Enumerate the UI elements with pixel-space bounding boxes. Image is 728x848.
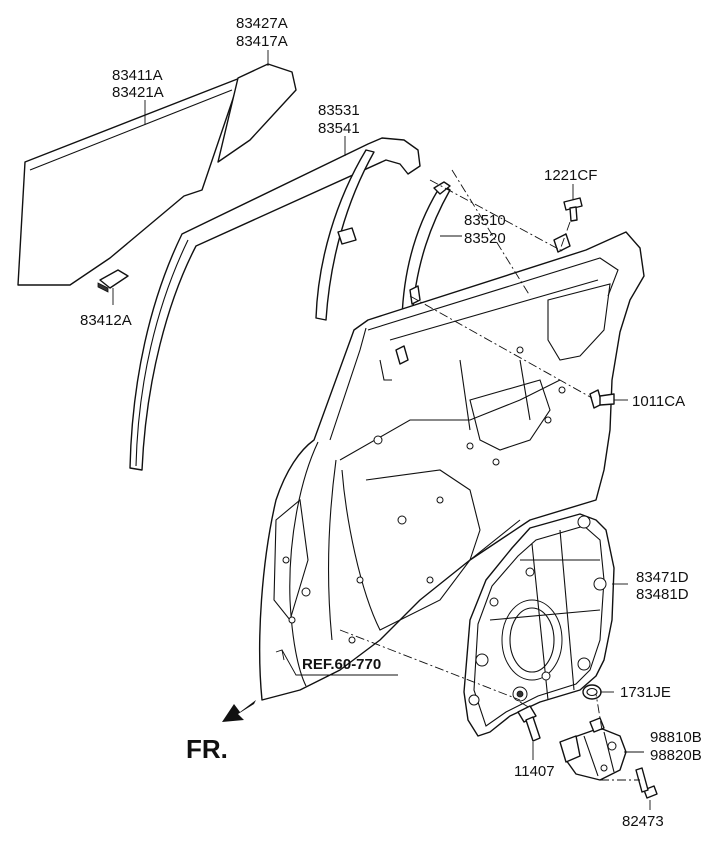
label-module-panel-1: 83471D [636,569,689,586]
label-glass-quarter-2: 83417A [236,33,288,50]
label-grommet: 1731JE [620,684,671,701]
grommet-part [582,684,602,700]
module-panel [463,513,615,737]
door-glass-main [17,77,241,286]
label-run-channel-2: 83541 [318,120,360,137]
label-glass-main-2: 83421A [112,84,164,101]
glass-clip-part [97,269,129,293]
label-front: FR. [186,734,228,764]
front-arrow-icon [222,700,256,722]
label-screw-1221: 1221CF [544,167,597,184]
label-ref: REF.60-770 [302,656,381,673]
leader-lines [112,50,651,810]
part-labels: 83411A 83421A 83427A 83417A 83531 83541 … [80,15,702,830]
run-channel-rail [129,137,421,471]
screw-82473 [635,767,658,799]
label-run-channel-1: 83531 [318,102,360,119]
label-bolt-11407: 11407 [514,763,555,780]
division-channel [315,149,375,321]
quarter-glass [217,63,297,163]
label-motor-2: 98820B [650,747,702,764]
door-inner-panel [258,231,645,701]
label-screw-82473: 82473 [622,813,664,830]
bolt-11407 [517,705,541,742]
label-glass-quarter-1: 83427A [236,15,288,32]
screw-1221cf [563,197,583,222]
label-motor-1: 98810B [650,729,702,746]
label-bolt-1011: 1011CA [632,393,685,410]
label-glass-main-1: 83411A [112,67,163,84]
label-center-channel-1: 83510 [464,212,506,229]
label-clip: 83412A [80,312,132,329]
center-channel [401,181,451,319]
label-module-panel-2: 83481D [636,586,689,603]
bolt-1011ca [589,389,615,409]
alignment-lines [339,169,640,781]
label-center-channel-2: 83520 [464,230,506,247]
window-motor [559,717,627,781]
